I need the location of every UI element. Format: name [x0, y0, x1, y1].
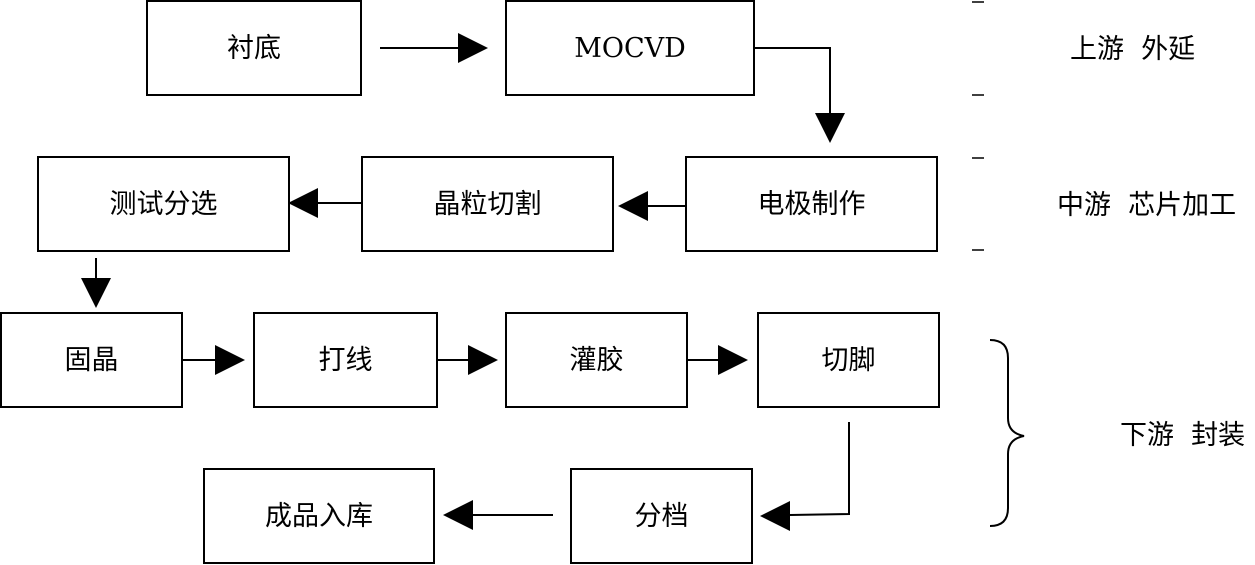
arrow-wire-bonding-to-potting — [438, 345, 498, 375]
stage-label-downstream: 下游 封装 — [1120, 420, 1246, 451]
node-die-bonding: 固晶 — [0, 312, 183, 408]
node-mocvd: MOCVD — [505, 0, 755, 96]
arrow-dicing-to-testing — [288, 188, 361, 218]
node-die-dicing: 晶粒切割 — [361, 156, 614, 252]
node-lead-cutting: 切脚 — [757, 312, 940, 408]
arrow-binning-to-warehousing — [443, 500, 553, 530]
arrow-substrate-to-mocvd — [380, 33, 488, 63]
arrow-die-bonding-to-wire-bonding — [183, 345, 245, 375]
node-substrate: 衬底 — [146, 0, 362, 96]
node-electrode-fabrication: 电极制作 — [685, 156, 938, 252]
midstream-bracket-marks — [972, 157, 984, 251]
node-wire-bonding: 打线 — [253, 312, 438, 408]
node-finished-warehousing: 成品入库 — [203, 468, 435, 564]
stage-label-midstream: 中游 芯片加工 — [1057, 190, 1237, 221]
arrow-testing-to-die-bonding — [81, 258, 111, 308]
upstream-bracket-marks — [972, 1, 984, 96]
arrow-mocvd-to-electrode — [755, 47, 845, 143]
downstream-curly-brace — [989, 339, 1025, 527]
node-testing-sorting: 测试分选 — [37, 156, 290, 252]
node-potting: 灌胶 — [505, 312, 688, 408]
arrow-lead-cutting-to-binning — [760, 422, 850, 531]
stage-label-upstream: 上游 外延 — [1070, 34, 1196, 65]
arrow-potting-to-lead-cutting — [688, 345, 748, 375]
arrow-electrode-to-dicing — [618, 191, 685, 221]
node-binning: 分档 — [570, 468, 753, 564]
